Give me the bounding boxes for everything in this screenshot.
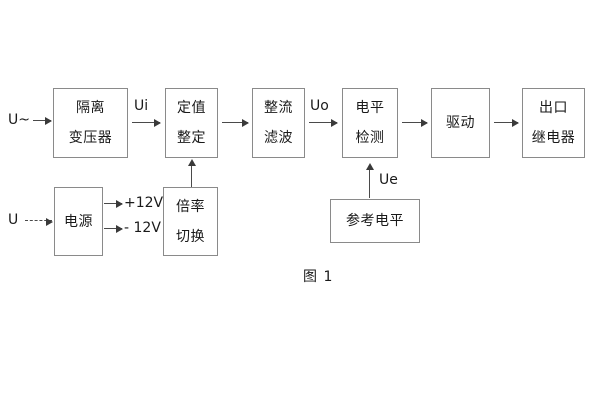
block-level-detection-line-2: 检测 xyxy=(355,130,385,146)
block-power-supply: 电源 xyxy=(54,187,103,256)
block-isolation-transformer-line-2: 变压器 xyxy=(68,130,113,146)
block-isolation-transformer: 隔离 变压器 xyxy=(53,88,128,158)
block-level-detection-line-1: 电平 xyxy=(355,100,385,116)
arrow-power-supply-negative-rail xyxy=(104,224,123,233)
block-multiplier-switch-line-2: 切换 xyxy=(176,228,205,245)
arrow-multiplier-switch-to-setting-value xyxy=(187,159,196,187)
block-isolation-transformer-line-1: 隔离 xyxy=(76,100,105,116)
arrow-rectify-filter-to-level-detection xyxy=(309,118,338,127)
block-power-supply-line-1: 电源 xyxy=(64,213,93,230)
block-rectify-filter: 整流 滤波 xyxy=(252,88,305,158)
block-reference-level: 参考电平 xyxy=(330,199,420,243)
arrow-power-supply-positive-rail xyxy=(104,199,123,208)
block-output-relay-line-1: 出口 xyxy=(539,100,568,116)
dc-input-label: U xyxy=(8,212,19,228)
block-rectify-filter-line-1: 整流 xyxy=(264,100,293,116)
block-output-relay-line-2: 继电器 xyxy=(531,130,576,146)
block-reference-level-line-1: 参考电平 xyxy=(346,213,404,229)
arrow-ac-input-to-isolation-transformer xyxy=(33,116,52,125)
supply-negative-label: - 12V xyxy=(124,220,161,236)
block-setting-value-line-2: 整定 xyxy=(177,130,206,146)
supply-positive-label: +12V xyxy=(124,195,164,211)
block-multiplier-switch: 倍率 切换 xyxy=(163,187,218,256)
uo-signal-label: Uo xyxy=(310,98,329,114)
ui-signal-label: Ui xyxy=(134,98,149,114)
arrow-dc-input-to-power-supply xyxy=(25,217,53,226)
arrow-level-detection-to-drive xyxy=(402,118,428,127)
block-rectify-filter-line-2: 滤波 xyxy=(264,130,293,146)
arrow-reference-level-to-level-detection xyxy=(365,163,374,198)
block-multiplier-switch-line-1: 倍率 xyxy=(176,198,205,215)
block-drive: 驱动 xyxy=(431,88,490,158)
arrow-isolation-transformer-to-setting-value xyxy=(132,118,161,127)
ue-signal-label: Ue xyxy=(379,172,398,188)
ac-input-label: U~ xyxy=(8,112,30,128)
arrow-drive-to-output-relay xyxy=(494,118,519,127)
block-setting-value: 定值 整定 xyxy=(165,88,218,158)
block-level-detection: 电平 检测 xyxy=(342,88,398,158)
block-drive-line-1: 驱动 xyxy=(446,115,475,131)
block-setting-value-line-1: 定值 xyxy=(177,100,206,116)
arrow-setting-value-to-rectify-filter xyxy=(222,118,249,127)
figure-caption: 图 1 xyxy=(303,269,334,285)
block-output-relay: 出口 继电器 xyxy=(522,88,585,158)
